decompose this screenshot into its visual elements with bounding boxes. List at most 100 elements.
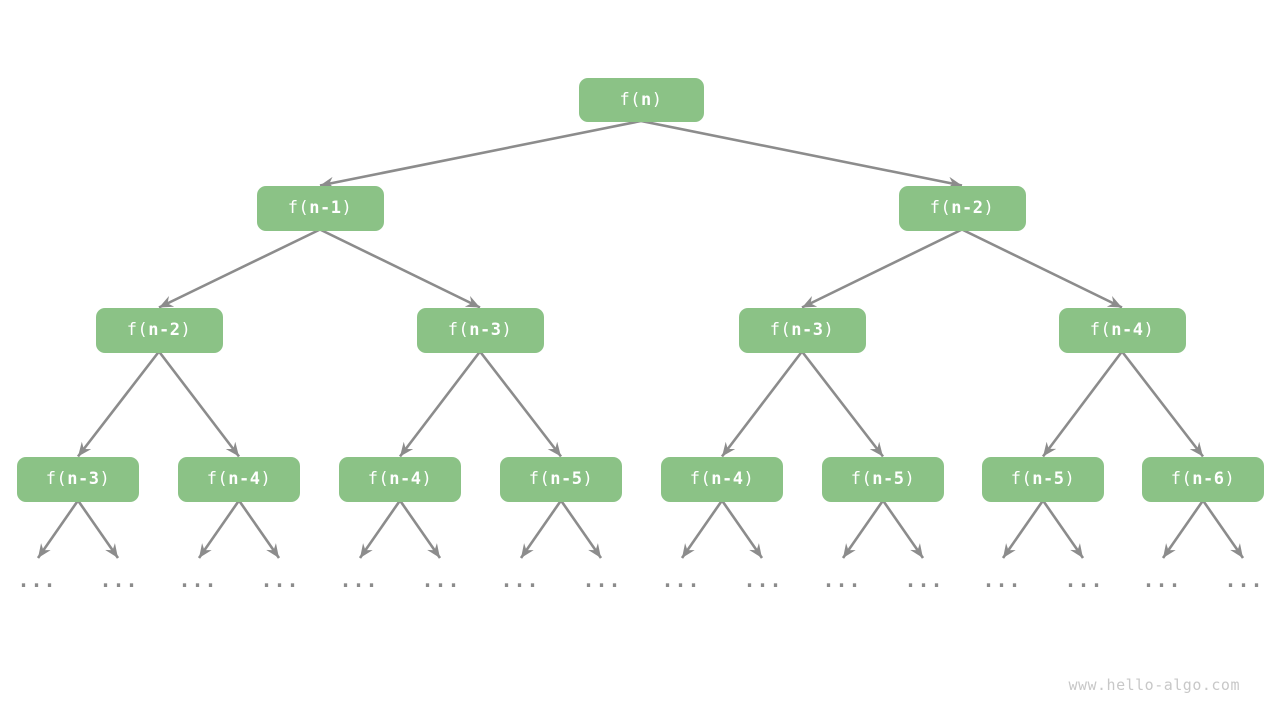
edge-arrow: [1201, 499, 1245, 559]
node-func-suffix: ): [421, 468, 433, 489]
ellipsis: ...: [1224, 568, 1264, 592]
node-arg: n-1: [309, 197, 342, 218]
node-func-suffix: ): [904, 468, 916, 489]
node-func-suffix: ): [743, 468, 755, 489]
tree-node: f(n-5): [500, 456, 622, 502]
edge-arrow: [158, 228, 321, 309]
node-func-prefix: f(: [447, 319, 470, 340]
node-func-suffix: ): [501, 319, 513, 340]
edge-arrow: [76, 350, 161, 458]
node-func-suffix: ): [1064, 468, 1076, 489]
node-func-suffix: ): [983, 197, 995, 218]
node-func-prefix: f(: [689, 468, 712, 489]
edge-arrow: [720, 350, 804, 458]
tree-node: f(n-4): [339, 456, 461, 502]
edge-arrow: [398, 350, 482, 458]
node-func-prefix: f(: [929, 197, 952, 218]
edge-arrow: [559, 499, 603, 559]
edge-arrow: [1001, 499, 1045, 559]
node-func-prefix: f(: [45, 468, 68, 489]
node-arg: n-2: [951, 197, 984, 218]
node-arg: n-4: [1111, 319, 1144, 340]
ellipsis: ...: [99, 568, 139, 592]
node-func-prefix: f(: [528, 468, 551, 489]
ellipsis: ...: [260, 568, 300, 592]
tree-node: f(n): [578, 78, 704, 122]
ellipsis: ...: [822, 568, 862, 592]
edge-arrow: [720, 499, 764, 559]
edge-arrow: [1041, 499, 1085, 559]
node-func-suffix: ): [180, 319, 192, 340]
edge-arrow: [841, 499, 885, 559]
node-func-suffix: ): [651, 89, 663, 110]
edge-arrow: [157, 350, 241, 458]
edge-arrow: [237, 499, 281, 559]
node-func-suffix: ): [1224, 468, 1236, 489]
ellipsis: ...: [743, 568, 783, 592]
tree-node: f(n-4): [178, 456, 300, 502]
node-func-prefix: f(: [769, 319, 792, 340]
node-func-prefix: f(: [367, 468, 390, 489]
node-func-suffix: ): [341, 197, 353, 218]
edge-arrow: [961, 228, 1123, 309]
node-arg: n-5: [1032, 468, 1065, 489]
node-func-suffix: ): [1143, 319, 1155, 340]
tree-node: f(n-2): [898, 185, 1026, 231]
edge-arrow: [398, 499, 442, 559]
node-arg: n-4: [711, 468, 744, 489]
node-func-prefix: f(: [1170, 468, 1193, 489]
edge-arrow: [319, 119, 642, 189]
edge-arrow: [881, 499, 925, 559]
tree-node: f(n-3): [738, 307, 866, 353]
ellipsis: ...: [1064, 568, 1104, 592]
node-arg: n-2: [148, 319, 181, 340]
tree-node: f(n-6): [1142, 456, 1264, 502]
watermark: www.hello-algo.com: [1068, 676, 1240, 694]
node-func-prefix: f(: [126, 319, 149, 340]
edge-arrow: [478, 350, 563, 458]
edge-arrow: [680, 499, 724, 559]
node-func-suffix: ): [260, 468, 272, 489]
ellipsis: ...: [421, 568, 461, 592]
edge-arrow: [358, 499, 402, 559]
node-arg: n-6: [1192, 468, 1225, 489]
node-func-prefix: f(: [619, 89, 641, 110]
ellipsis: ...: [982, 568, 1022, 592]
node-func-suffix: ): [582, 468, 594, 489]
ellipsis: ...: [17, 568, 57, 592]
node-func-suffix: ): [823, 319, 835, 340]
edge-arrow: [197, 499, 241, 559]
edge-arrow: [1120, 350, 1205, 458]
node-arg: n-4: [228, 468, 261, 489]
tree-node: f(n-5): [822, 456, 944, 502]
node-arg: n: [640, 89, 652, 110]
ellipsis: ...: [500, 568, 540, 592]
tree-node: f(n-2): [95, 307, 223, 353]
tree-node: f(n-5): [982, 456, 1104, 502]
ellipsis: ...: [1142, 568, 1182, 592]
edge-arrow: [319, 228, 481, 309]
tree-node: f(n-4): [1058, 307, 1186, 353]
edge-arrow: [801, 228, 963, 309]
node-arg: n-4: [389, 468, 422, 489]
edge-arrow: [76, 499, 120, 559]
node-arg: n-3: [791, 319, 824, 340]
ellipsis: ...: [904, 568, 944, 592]
node-func-prefix: f(: [287, 197, 310, 218]
ellipsis: ...: [661, 568, 701, 592]
edge-arrow: [519, 499, 563, 559]
tree-node: f(n-3): [17, 456, 139, 502]
node-arg: n-3: [469, 319, 502, 340]
edge-arrow: [1161, 499, 1205, 559]
edge-arrow: [640, 119, 963, 189]
edge-arrow: [1041, 350, 1124, 458]
node-func-prefix: f(: [850, 468, 873, 489]
node-func-prefix: f(: [206, 468, 229, 489]
tree-node: f(n-4): [661, 456, 783, 502]
ellipsis: ...: [582, 568, 622, 592]
node-func-prefix: f(: [1089, 319, 1112, 340]
tree-node: f(n-3): [416, 307, 544, 353]
edge-arrow: [800, 350, 885, 458]
